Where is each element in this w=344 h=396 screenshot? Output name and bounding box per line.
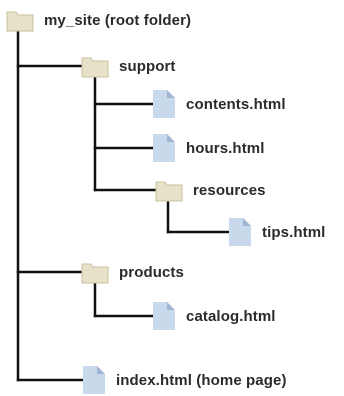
tree-node-index: index.html (home page) <box>82 364 287 396</box>
file-icon <box>153 134 175 162</box>
support-folder-label: support <box>119 57 176 75</box>
tips-file-label: tips.html <box>262 223 326 241</box>
tree-node-products: products <box>81 258 184 286</box>
tree-node-root: my_site (root folder) <box>6 6 191 34</box>
tree-node-hours: hours.html <box>152 132 265 164</box>
contents-file-label: contents.html <box>186 95 286 113</box>
tree-node-contents: contents.html <box>152 88 286 120</box>
tree-node-support: support <box>81 52 176 80</box>
tree-node-resources: resources <box>155 176 266 204</box>
file-icon <box>83 366 105 394</box>
file-icon <box>153 90 175 118</box>
folder-icon <box>81 57 109 78</box>
tree-node-catalog: catalog.html <box>152 300 276 332</box>
catalog-file-label: catalog.html <box>186 307 276 325</box>
file-icon <box>153 302 175 330</box>
root-folder-label: my_site (root folder) <box>44 11 192 29</box>
products-folder-label: products <box>119 263 184 281</box>
resources-folder-label: resources <box>193 181 266 199</box>
folder-icon <box>6 11 34 32</box>
index-file-label: index.html (home page) <box>116 371 287 389</box>
folder-icon <box>81 263 109 284</box>
tree-node-tips: tips.html <box>228 216 325 248</box>
file-icon <box>229 218 251 246</box>
hours-file-label: hours.html <box>186 139 265 157</box>
folder-icon <box>155 181 183 202</box>
